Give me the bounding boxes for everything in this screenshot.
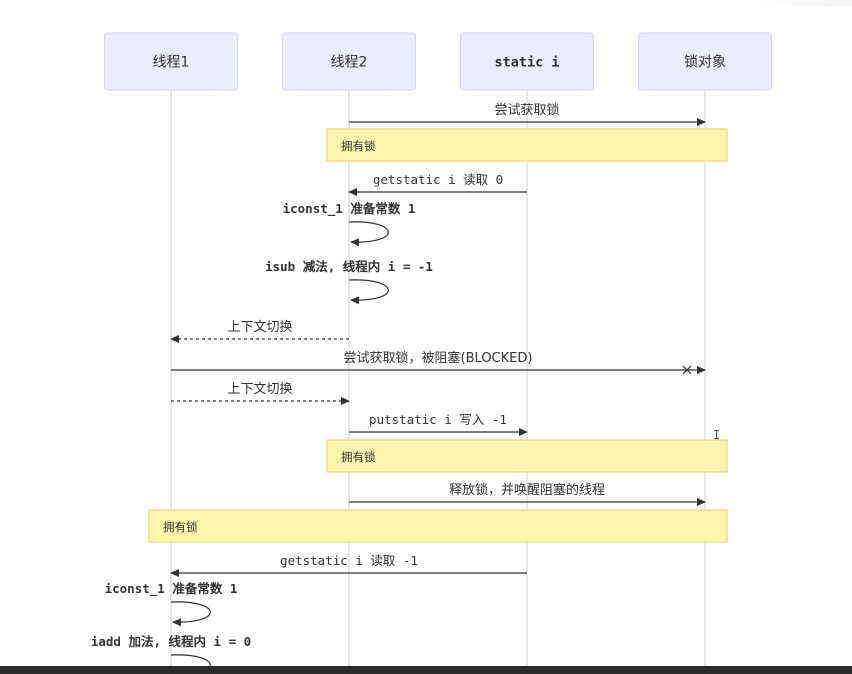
- actor-box-t1: [104, 32, 238, 91]
- note-box-12: [148, 509, 728, 543]
- actor-label-lock: 锁对象: [684, 55, 726, 71]
- message-label-13: getstatic i 读取 -1: [280, 553, 418, 568]
- actor-label-t2: 线程2: [331, 55, 368, 71]
- message-label-7: 尝试获取锁，被阻塞(BLOCKED): [344, 350, 533, 366]
- note-label-2: 拥有锁: [341, 139, 376, 153]
- self-message-label-5: isub 减法, 线程内 i = -1: [265, 259, 433, 274]
- text-cursor-icon: I: [713, 428, 721, 442]
- message-label-3: getstatic i 读取 0: [373, 172, 503, 187]
- message-label-1: 尝试获取锁: [494, 102, 559, 118]
- message-label-6: 上下文切换: [227, 320, 292, 335]
- message-label-9: putstatic i 写入 -1: [369, 412, 507, 427]
- message-label-11: 释放锁，并唤醒阻塞的线程: [449, 482, 605, 498]
- note-label-12: 拥有锁: [163, 520, 198, 534]
- blocked-cross-icon: [682, 365, 692, 375]
- self-message-label-15: iadd 加法, 线程内 i = 0: [91, 634, 251, 649]
- note-box-2: [326, 128, 728, 162]
- actor-box-si: [460, 32, 594, 91]
- note-label-10: 拥有锁: [341, 450, 376, 464]
- actor-box-t2: [282, 32, 416, 91]
- message-label-8: 上下文切换: [227, 382, 292, 397]
- self-message-arrow-14: [170, 601, 211, 627]
- self-message-arrow-15: [170, 654, 211, 666]
- actor-box-lock: [638, 32, 772, 91]
- self-message-label-4: iconst_1 准备常数 1: [283, 201, 416, 217]
- self-message-arrow-4: [348, 221, 389, 247]
- self-message-arrow-5: [348, 279, 389, 305]
- window-corner-decoration: [760, 0, 852, 6]
- self-message-label-14: iconst_1 准备常数 1: [105, 581, 238, 597]
- note-box-10: [326, 439, 728, 473]
- actor-label-t1: 线程1: [153, 55, 190, 71]
- taskbar-strip: [0, 666, 852, 674]
- actor-label-si: static i: [494, 55, 559, 71]
